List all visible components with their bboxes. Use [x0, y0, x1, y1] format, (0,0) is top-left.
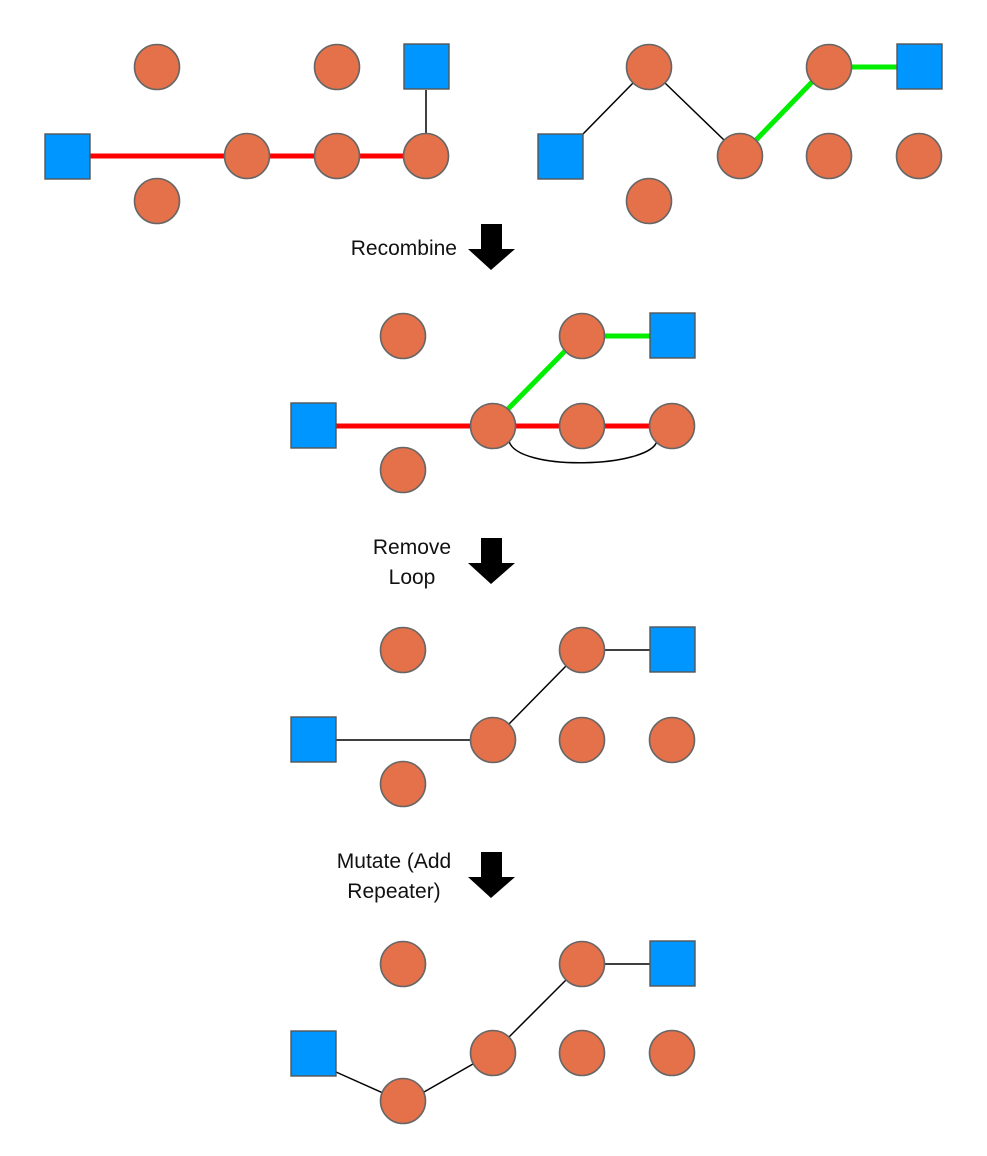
step-remove-loop: Remove Loop — [373, 536, 515, 589]
down-arrow-icon — [468, 538, 515, 584]
down-arrow-icon — [468, 224, 515, 270]
repeater-node — [379, 312, 427, 360]
loop-edge — [508, 440, 658, 464]
step-label: Loop — [389, 566, 436, 589]
repeater-node — [895, 132, 943, 180]
down-arrow-icon — [468, 852, 515, 898]
terminal-node — [290, 1030, 337, 1077]
terminal-node — [649, 312, 696, 359]
repeater-node — [648, 716, 696, 764]
repeater-node — [558, 402, 606, 450]
step-label: Remove — [373, 536, 451, 559]
terminal-node — [896, 43, 943, 90]
terminal-node — [649, 626, 696, 673]
mutated-network — [290, 940, 696, 1125]
link-edge — [582, 81, 635, 135]
link-edge — [664, 82, 725, 141]
repeater-node — [805, 43, 853, 91]
loop-removed-network — [290, 626, 696, 808]
repeater-node — [313, 43, 361, 91]
link-edge — [508, 665, 567, 725]
repeater-node — [379, 626, 427, 674]
step-recombine: Recombine — [351, 224, 515, 270]
recombined-network — [290, 312, 696, 494]
terminal-node — [290, 402, 337, 449]
green-path-edge — [505, 349, 567, 412]
green-path-edge — [754, 80, 814, 142]
terminal-node — [537, 133, 584, 180]
step-mutate: Mutate (Add Repeater) — [337, 850, 515, 903]
link-edge — [508, 979, 567, 1038]
repeater-node — [379, 760, 427, 808]
repeater-node — [379, 446, 427, 494]
repeater-node — [469, 716, 517, 764]
repeater-node — [558, 1029, 606, 1077]
repeater-node — [379, 940, 427, 988]
added-repeater-node — [379, 1077, 427, 1125]
link-edge — [423, 1063, 474, 1093]
repeater-node — [313, 132, 361, 180]
repeater-node — [558, 940, 606, 988]
repeater-node — [805, 132, 853, 180]
repeater-node — [558, 312, 606, 360]
parent-network-b — [537, 43, 943, 225]
repeater-node — [625, 177, 673, 225]
repeater-node — [558, 716, 606, 764]
repeater-node — [469, 402, 517, 450]
repeater-node — [625, 43, 673, 91]
step-label: Recombine — [351, 237, 457, 260]
repeater-node — [133, 43, 181, 91]
repeater-node — [648, 402, 696, 450]
repeater-node — [223, 132, 271, 180]
terminal-node — [649, 940, 696, 987]
repeater-node — [469, 1029, 517, 1077]
repeater-node — [716, 132, 764, 180]
repeater-node — [648, 1029, 696, 1077]
step-label: Mutate (Add — [337, 850, 451, 873]
repeater-node — [558, 626, 606, 674]
terminal-node — [403, 43, 450, 90]
terminal-node — [290, 716, 337, 763]
step-label: Repeater) — [347, 880, 440, 903]
terminal-node — [44, 133, 91, 180]
repeater-node — [133, 177, 181, 225]
link-edge — [335, 1071, 384, 1094]
parent-network-a — [44, 43, 450, 225]
repeater-node — [402, 132, 450, 180]
